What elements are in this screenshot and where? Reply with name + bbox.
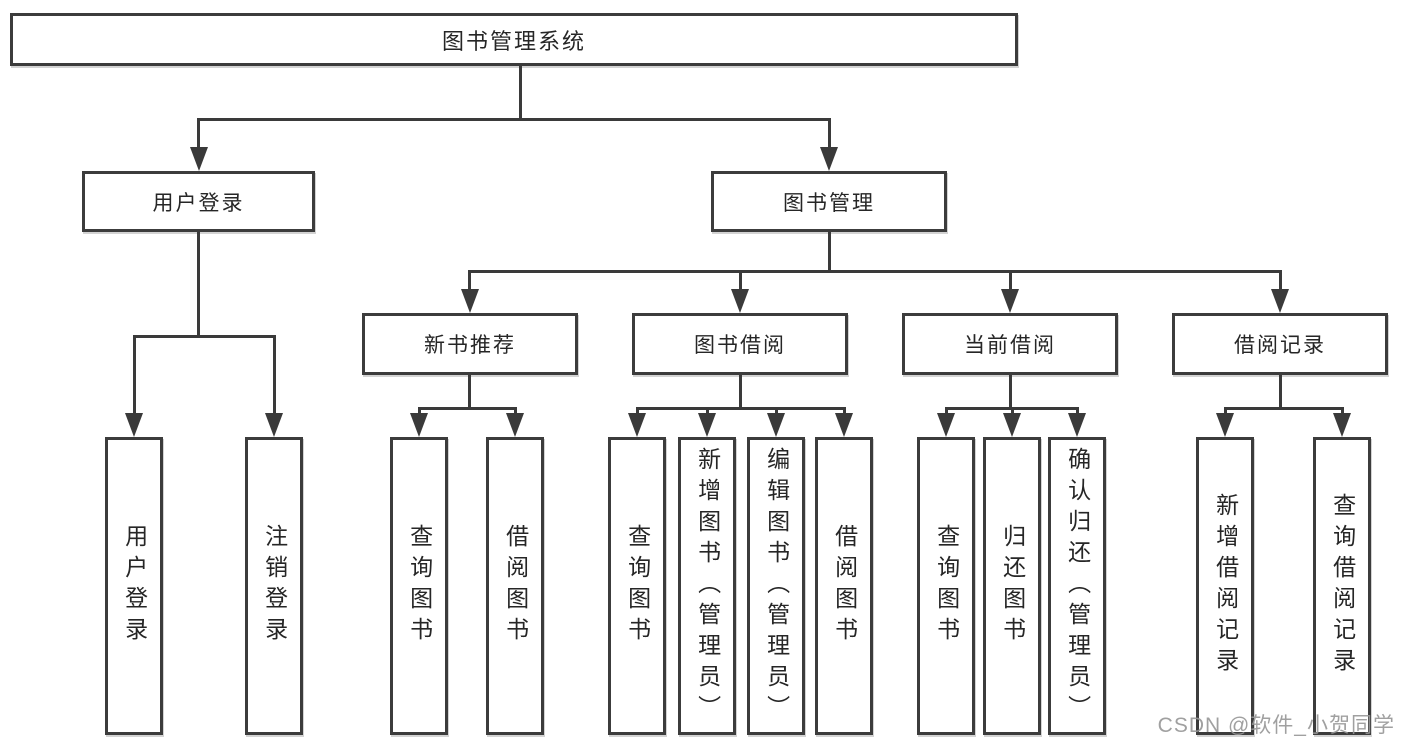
arrow-down-icon [125,413,143,437]
node-book-borrowing: 图书借阅 [632,313,848,375]
node-current-borrowing: 当前借阅 [902,313,1118,375]
arrow-down-icon [1216,413,1234,437]
arrow-down-icon [1068,413,1086,437]
arrow-down-icon [628,413,646,437]
connector-line [828,118,831,148]
connector-line [1011,407,1014,416]
node-borrow-books-recommend: 借阅图书 [486,437,544,735]
arrow-down-icon [731,289,749,313]
node-label: 查询图书 [933,524,960,648]
connector-line [468,375,471,409]
connector-line [1224,407,1344,410]
node-label: 用户登录 [121,524,148,648]
arrow-down-icon [835,413,853,437]
node-user-login: 用户登录 [82,171,315,232]
connector-line [706,407,709,416]
connector-line [468,270,471,292]
connector-line [828,232,831,272]
arrow-down-icon [698,413,716,437]
node-return-books: 归还图书 [983,437,1041,735]
node-new-book-recommend: 新书推荐 [362,313,578,375]
node-logout: 注销登录 [245,437,303,735]
node-book-management: 图书管理 [711,171,947,232]
connector-line [739,270,742,292]
node-query-borrow-record: 查询借阅记录 [1313,437,1371,735]
arrow-down-icon [1003,413,1021,437]
node-label: 查询图书 [406,524,433,648]
node-add-borrow-record: 新增借阅记录 [1196,437,1254,735]
connector-line [197,232,200,337]
watermark-csdn: CSDN @软件_小贺同学 [1157,714,1395,737]
arrow-down-icon [506,413,524,437]
node-label: 编辑图书（管理员） [763,446,790,726]
node-label: 新书推荐 [424,334,516,357]
arrow-down-icon [461,289,479,313]
connector-line [739,375,742,409]
node-query-books-borrowing: 查询图书 [608,437,666,735]
connector-line [945,407,948,416]
arrow-down-icon [410,413,428,437]
node-edit-books-admin: 编辑图书（管理员） [747,437,805,735]
node-borrow-books-borrowing: 借阅图书 [815,437,873,735]
arrow-down-icon [190,147,208,171]
node-label: 归还图书 [999,524,1026,648]
arrow-down-icon [265,413,283,437]
connector-line [1009,375,1012,409]
connector-line [133,335,136,415]
connector-line [1076,407,1079,416]
node-borrowing-records: 借阅记录 [1172,313,1388,375]
node-label: 新增图书（管理员） [694,446,721,726]
node-add-books-admin: 新增图书（管理员） [678,437,736,735]
connector-line [133,335,275,338]
connector-line [197,118,200,148]
node-label: 用户登录 [152,191,245,215]
connector-line [1009,270,1012,292]
node-label: 查询借阅记录 [1329,493,1356,679]
connector-line [775,407,778,416]
node-label: 当前借阅 [964,334,1056,357]
node-label: 图书管理 [783,191,875,215]
connector-line [1224,407,1227,416]
connector-line [418,407,517,410]
node-query-books-current: 查询图书 [917,437,975,735]
connector-line [519,64,522,120]
connector-line [636,407,846,410]
node-label: 查询图书 [624,524,651,648]
connector-line [469,270,1282,273]
connector-line [1279,270,1282,292]
node-label: 注销登录 [261,524,288,648]
connector-line [1341,407,1344,416]
arrow-down-icon [767,413,785,437]
connector-line [636,407,639,416]
arrow-down-icon [1001,289,1019,313]
node-confirm-return-admin: 确认归还（管理员） [1048,437,1106,735]
node-label: 确认归还（管理员） [1064,446,1091,726]
connector-line [514,407,517,416]
connector-line [273,335,276,415]
arrow-down-icon [1333,413,1351,437]
arrow-down-icon [820,147,838,171]
node-label: 借阅图书 [831,524,858,648]
node-label: 图书借阅 [694,334,786,357]
node-label: 新增借阅记录 [1212,493,1239,679]
node-label: 借阅记录 [1234,334,1326,357]
node-user-login-leaf: 用户登录 [105,437,163,735]
connector-line [1279,375,1282,409]
node-library-management-system: 图书管理系统 [10,13,1018,66]
connector-line [843,407,846,416]
connector-line [197,118,831,121]
node-query-books-recommend: 查询图书 [390,437,448,735]
arrow-down-icon [1271,289,1289,313]
arrow-down-icon [937,413,955,437]
connector-line [418,407,421,416]
node-label: 图书管理系统 [441,28,586,54]
node-label: 借阅图书 [502,524,529,648]
